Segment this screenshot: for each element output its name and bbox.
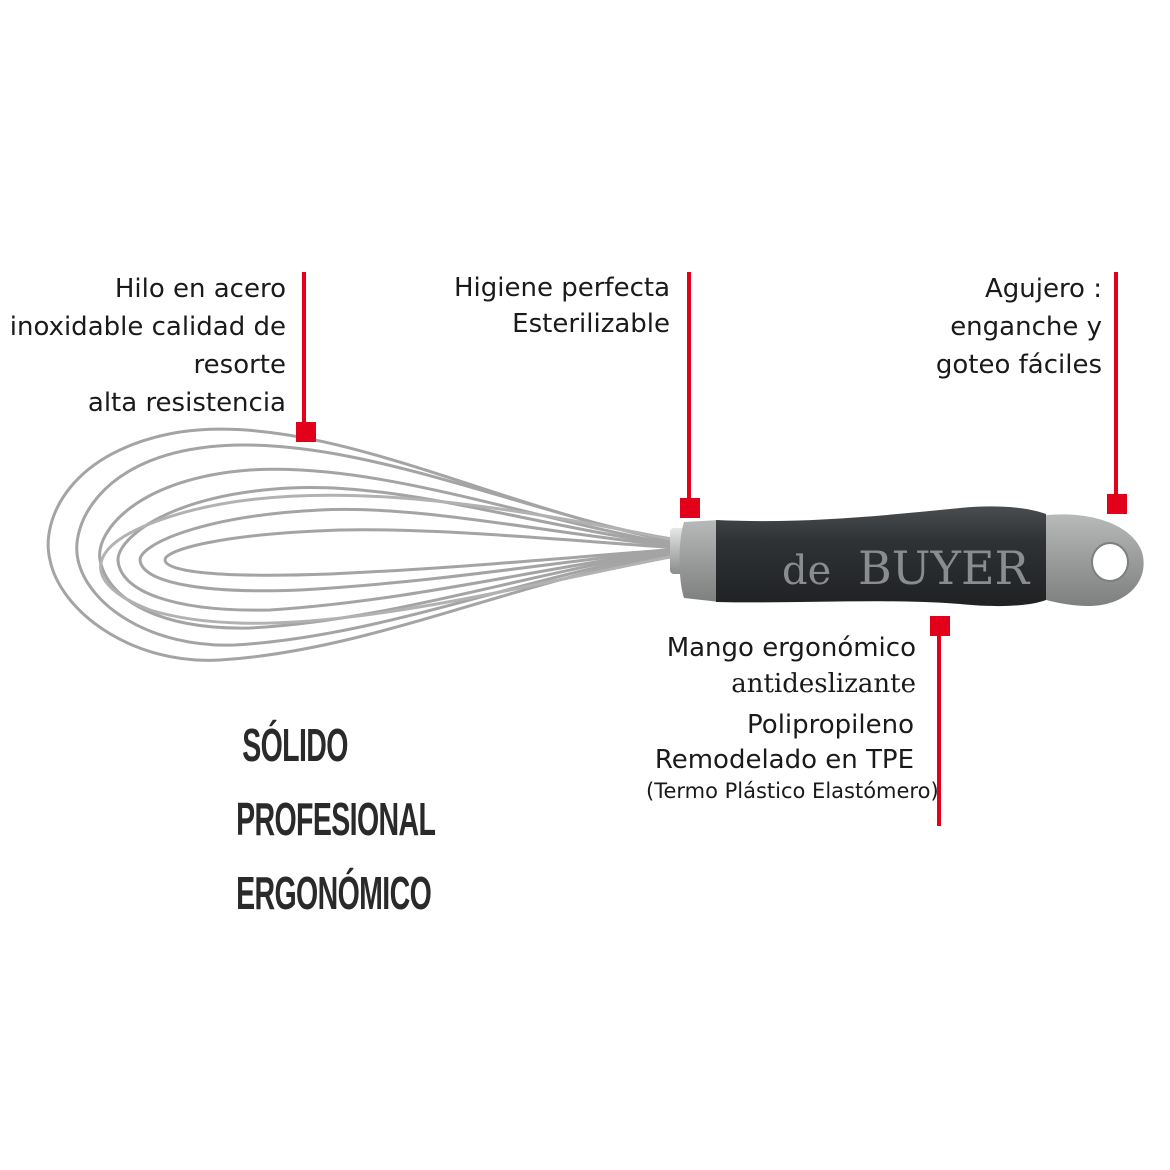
- pointer-marker-hole: [1107, 494, 1127, 514]
- wire: [46, 427, 681, 662]
- callout-handle-material: Polipropileno Remodelado en TPE: [655, 708, 914, 778]
- whisk-wires: [46, 427, 681, 662]
- callout-handle-line-5: (Termo Plástico Elastómero): [646, 779, 939, 803]
- slogan-line-3: ERGONÓMICO: [236, 867, 432, 919]
- slogan: SÓLIDO PROFESIONAL ERGONÓMICO: [236, 708, 436, 930]
- handle-grey-collar: [679, 520, 720, 602]
- wire: [163, 528, 681, 577]
- brand-logo: de BUYER: [782, 541, 1031, 595]
- slogan-line-2: PROFESIONAL: [236, 793, 436, 845]
- callout-wire-line-3: resorte: [193, 350, 286, 380]
- callout-wire-line-4: alta resistencia: [87, 388, 286, 418]
- callout-handle-line-2: antideslizante: [731, 669, 916, 699]
- callout-wire-line-2: inoxidable calidad de: [9, 312, 286, 342]
- wire: [75, 443, 681, 647]
- slogan-line-1: SÓLIDO: [242, 719, 348, 771]
- callout-hygiene-line-2: Esterilizable: [512, 309, 670, 339]
- callout-hygiene-line-1: Higiene perfecta: [454, 273, 670, 303]
- hanging-hole: [1091, 542, 1129, 582]
- callout-hole: Agujero : enganche y goteo fáciles: [936, 270, 1102, 384]
- brand-name: BUYER: [858, 541, 1031, 595]
- callout-handle-note: (Termo Plástico Elastómero): [646, 776, 939, 806]
- callout-wire-line-1: Hilo en acero: [114, 274, 286, 304]
- wire: [116, 485, 681, 612]
- callout-handle-line-3: Polipropileno: [747, 710, 914, 740]
- pointer-line-hygiene: [687, 272, 691, 508]
- callout-handle-line-1: Mango ergonómico: [666, 633, 916, 663]
- brand-prefix: de: [782, 548, 831, 594]
- handle-body: [716, 506, 1046, 607]
- pointer-marker-wire: [296, 422, 316, 442]
- callout-handle: Mango ergonómico antideslizante: [667, 630, 916, 702]
- callout-hole-line-1: Agujero :: [984, 274, 1102, 304]
- pointer-marker-hygiene: [680, 498, 700, 518]
- wire: [98, 467, 681, 630]
- callout-handle-line-4: Remodelado en TPE: [654, 745, 914, 775]
- wire: [138, 507, 681, 593]
- callout-hole-line-3: goteo fáciles: [935, 350, 1102, 380]
- pointer-line-wire: [302, 272, 306, 432]
- wire: [99, 493, 681, 625]
- pointer-line-handle: [937, 626, 941, 826]
- callout-hole-line-2: enganche y: [950, 312, 1102, 342]
- callout-hygiene: Higiene perfecta Esterilizable: [454, 270, 670, 342]
- callout-wire: Hilo en acero inoxidable calidad de reso…: [10, 270, 286, 422]
- pointer-line-hole: [1114, 272, 1118, 504]
